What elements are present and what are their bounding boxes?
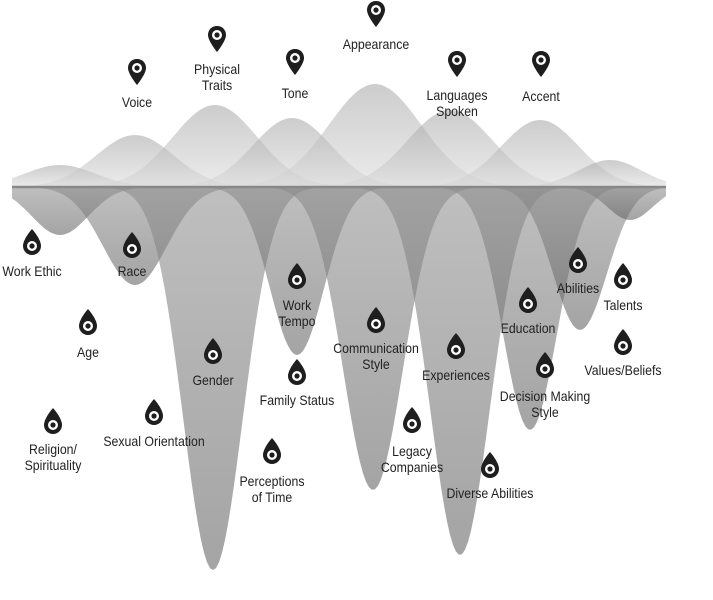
below-label: Family Status bbox=[259, 392, 335, 408]
below-surface-mass bbox=[12, 187, 666, 570]
map-pin-icon bbox=[530, 50, 552, 78]
below-label: Religion/ Spirituality bbox=[24, 441, 82, 473]
map-pin-icon bbox=[126, 58, 148, 86]
drop-marker-icon bbox=[121, 231, 143, 259]
drop-marker-icon bbox=[534, 351, 556, 379]
below-label: Race bbox=[117, 263, 147, 279]
below-label: Decision Making Style bbox=[499, 388, 591, 420]
valley bbox=[12, 187, 666, 430]
drop-marker-icon bbox=[612, 328, 634, 356]
drop-marker-icon bbox=[143, 398, 165, 426]
below-label: Values/Beliefs bbox=[584, 362, 662, 378]
above-label: Tone bbox=[281, 85, 309, 101]
valley bbox=[12, 187, 666, 490]
below-label: Diverse Abilities bbox=[446, 485, 534, 501]
below-label: Experiences bbox=[422, 367, 490, 383]
drop-marker-icon bbox=[77, 308, 99, 336]
peak bbox=[12, 105, 666, 187]
peak bbox=[12, 160, 666, 187]
below-label: Education bbox=[500, 320, 556, 336]
above-label: Voice bbox=[121, 94, 153, 110]
drop-marker-icon bbox=[517, 286, 539, 314]
below-label: Perceptions of Time bbox=[239, 473, 305, 505]
drop-marker-icon bbox=[261, 437, 283, 465]
map-pin-icon bbox=[284, 48, 306, 76]
drop-marker-icon bbox=[445, 332, 467, 360]
drop-marker-icon bbox=[42, 407, 64, 435]
valley bbox=[12, 187, 666, 570]
drop-marker-icon bbox=[401, 406, 423, 434]
above-label: Languages Spoken bbox=[426, 87, 488, 119]
map-pin-icon bbox=[365, 0, 387, 28]
above-surface-peaks bbox=[12, 84, 666, 187]
above-label: Appearance bbox=[342, 36, 410, 52]
drop-marker-icon bbox=[286, 358, 308, 386]
drop-marker-icon bbox=[21, 228, 43, 256]
below-label: Sexual Orientation bbox=[103, 433, 205, 449]
map-pin-icon bbox=[446, 50, 468, 78]
drop-marker-icon bbox=[286, 262, 308, 290]
drop-marker-icon bbox=[567, 246, 589, 274]
below-label: Abilities bbox=[556, 280, 600, 296]
below-label: Talents bbox=[603, 297, 643, 313]
valley bbox=[12, 187, 666, 220]
drop-marker-icon bbox=[479, 451, 501, 479]
below-label: Gender bbox=[192, 372, 234, 388]
drop-marker-icon bbox=[365, 306, 387, 334]
peak bbox=[12, 84, 666, 187]
below-label: Legacy Companies bbox=[380, 443, 444, 475]
map-pin-icon bbox=[206, 25, 228, 53]
below-label: Work Tempo bbox=[278, 297, 316, 329]
below-label: Communication Style bbox=[333, 340, 419, 372]
drop-marker-icon bbox=[202, 337, 224, 365]
drop-marker-icon bbox=[612, 262, 634, 290]
peak bbox=[12, 120, 666, 187]
below-label: Age bbox=[77, 344, 99, 360]
above-label: Accent bbox=[522, 88, 560, 104]
below-label: Work Ethic bbox=[2, 263, 62, 279]
valley bbox=[12, 187, 666, 330]
above-label: Physical Traits bbox=[194, 61, 240, 93]
